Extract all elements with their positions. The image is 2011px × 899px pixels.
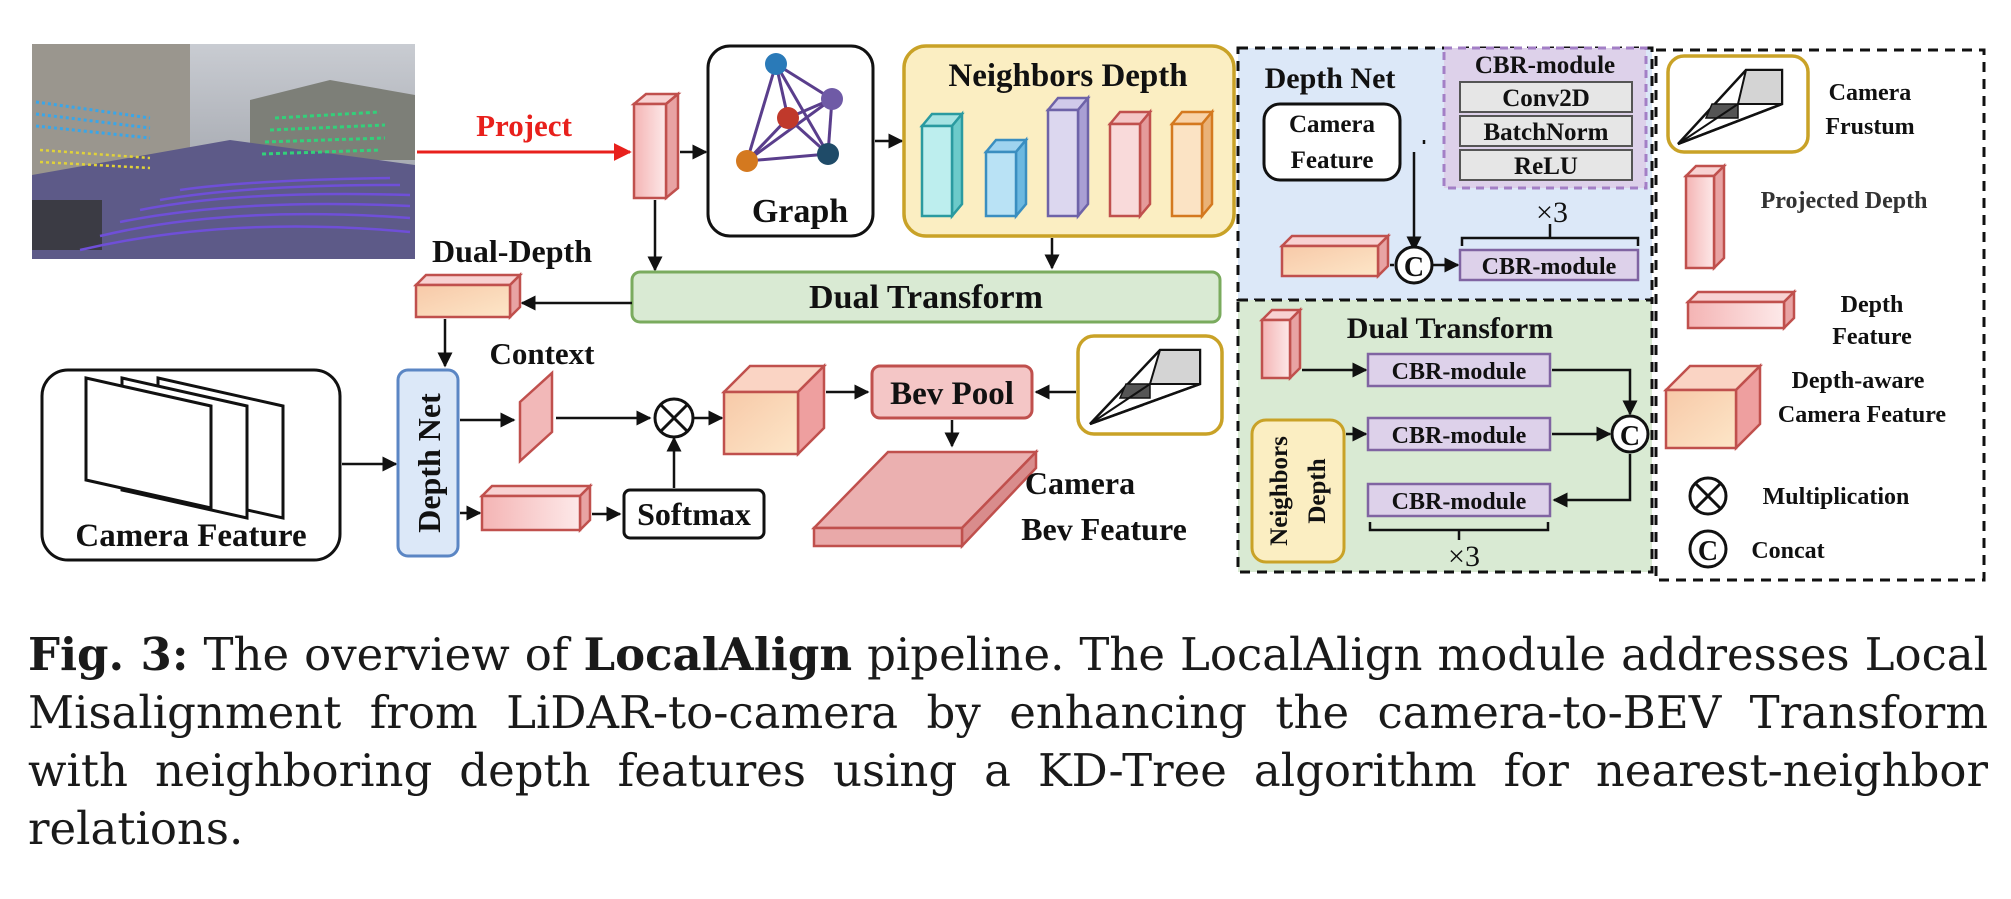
caption-bold: LocalAlign (583, 628, 853, 681)
conv2d-label: Conv2D (1502, 85, 1590, 112)
graph-label: Graph (752, 193, 848, 230)
neighbors-depth-box: Neighbors Depth (902, 44, 1236, 238)
graph-node (777, 107, 799, 129)
bev-pool-label: Bev Pool (890, 376, 1014, 412)
project-label: Project (476, 108, 572, 143)
neighbors-label-2: Depth (1304, 458, 1331, 523)
caption-text-2: pipeline. The LocalAlign module addresse… (28, 628, 1988, 855)
pipeline-diagram: Project Graph Neighbors De (32, 44, 1986, 582)
legend-projected-depth: Projected Depth (1761, 188, 1928, 214)
camera-bev-label-1: Camera (1025, 465, 1135, 501)
camera-feature-label: Camera Feature (75, 518, 306, 554)
neighbors-depth-title: Neighbors Depth (948, 58, 1187, 94)
batchnorm-label: BatchNorm (1484, 119, 1609, 146)
caption-label: Fig. 3: (28, 628, 189, 681)
dual-cbr-2: CBR-module (1392, 423, 1527, 449)
dual-cbr-1: CBR-module (1392, 359, 1527, 385)
camera-frustum-main (1076, 334, 1224, 436)
cbr-module-title: CBR-module (1475, 52, 1615, 79)
depth-aware-camera-feature-block (720, 362, 828, 458)
projected-depth-block (630, 91, 682, 201)
graph-node (817, 143, 839, 165)
legend-depth-feature-2: Feature (1832, 324, 1912, 350)
dual-depth-block (412, 271, 524, 321)
graph-box: Graph (706, 44, 875, 238)
graph-node (821, 88, 843, 110)
dual-transform-panel-title: Dual Transform (1347, 312, 1553, 345)
depth-feature-block (478, 482, 594, 534)
depth-net-panel: Depth Net Camera Feature CBR-module Conv… (1236, 46, 1654, 302)
softmax-label: Softmax (637, 496, 751, 532)
graph-node (736, 150, 758, 172)
dual-transform-bar: Dual Transform (630, 270, 1222, 324)
depth-net-panel-title: Depth Net (1265, 62, 1396, 95)
panel-camera-feature-1: Camera (1289, 111, 1376, 138)
camera-feature-box: Camera Feature (40, 368, 342, 562)
dual-times3: ×3 (1448, 540, 1480, 573)
relu-label: ReLU (1514, 153, 1578, 180)
dual-cbr-3: CBR-module (1392, 489, 1527, 515)
depth-net-block: Depth Net (396, 368, 460, 558)
figure-caption: Fig. 3: The overview of LocalAlign pipel… (28, 626, 1988, 858)
depth-net-cbr-label: CBR-module (1482, 254, 1617, 280)
multiplication-op (653, 397, 695, 439)
svg-text:C: C (1698, 536, 1718, 567)
bev-pool-box: Bev Pool (870, 364, 1034, 420)
context-block (518, 370, 554, 464)
depth-net-label: Depth Net (411, 393, 447, 533)
camera-bev-label-2: Bev Feature (1021, 511, 1187, 547)
neighbors-label-1: Neighbors (1266, 436, 1293, 546)
svg-text:C: C (1620, 421, 1640, 452)
dual-transform-panel: Dual Transform CBR-module Neighbors Dept… (1236, 298, 1654, 574)
lidar-camera-image (32, 44, 415, 259)
depth-net-times3: ×3 (1536, 196, 1568, 229)
dual-transform-label: Dual Transform (809, 279, 1043, 316)
caption-text-1: The overview of (188, 628, 584, 681)
svg-text:C: C (1404, 252, 1424, 283)
panel-camera-feature-2: Feature (1291, 147, 1374, 174)
legend-concat: Concat (1751, 538, 1824, 564)
dual-depth-label: Dual-Depth (432, 233, 592, 269)
legend-camera-frustum-2: Frustum (1825, 114, 1914, 140)
legend-panel: Camera Frustum Projected Depth Depth Fea… (1654, 48, 1986, 582)
context-label: Context (489, 336, 595, 371)
concat-op (1394, 245, 1434, 285)
legend-multiplication: Multiplication (1763, 484, 1910, 510)
camera-bev-feature-block (811, 448, 1039, 550)
legend-depth-feature-1: Depth (1841, 292, 1904, 318)
graph-node (765, 53, 787, 75)
softmax-box: Softmax (622, 488, 766, 540)
legend-depth-aware-1: Depth-aware (1792, 368, 1925, 394)
legend-camera-frustum-1: Camera (1829, 80, 1912, 106)
legend-depth-aware-2: Camera Feature (1778, 402, 1947, 428)
